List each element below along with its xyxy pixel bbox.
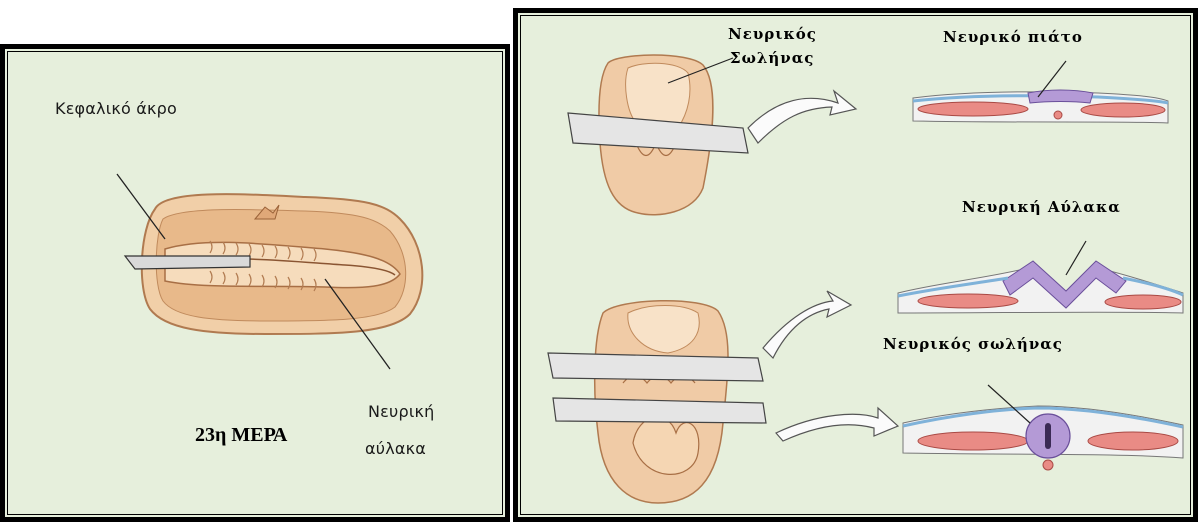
day-label: 23η ΜΕΡΑ: [195, 424, 287, 447]
label-cephalic-end: Κεφαλικό άκρο: [55, 99, 177, 118]
neurulation-cross-sections-illustration: [518, 13, 1193, 517]
section-neural-tube: [903, 406, 1183, 470]
right-panel-neurulation-stages: Νευρικός Σωλήνας Νευρικό πιάτο Νευρική Α…: [513, 8, 1198, 522]
label-neural-groove: Νευρική Αύλακα: [962, 198, 1121, 216]
label-neural-groove-line2: αύλακα: [365, 439, 426, 458]
embryo-bottom: [548, 301, 766, 503]
label-neural-tube: Νευρικός σωλήνας: [883, 335, 1063, 353]
label-neural-tube-top-line1: Νευρικός: [728, 25, 817, 43]
label-neural-groove-line1: Νευρική: [368, 402, 434, 421]
left-panel-embryo-day23: Κεφαλικό άκρο Νευρική αύλακα 23η ΜΕΡΑ: [0, 44, 510, 522]
label-neural-tube-top-line2: Σωλήνας: [730, 49, 814, 67]
embryo-top: [568, 55, 748, 215]
section-neural-groove: [898, 261, 1183, 313]
section-neural-plate: [913, 90, 1168, 123]
label-neural-plate: Νευρικό πιάτο: [943, 28, 1083, 46]
